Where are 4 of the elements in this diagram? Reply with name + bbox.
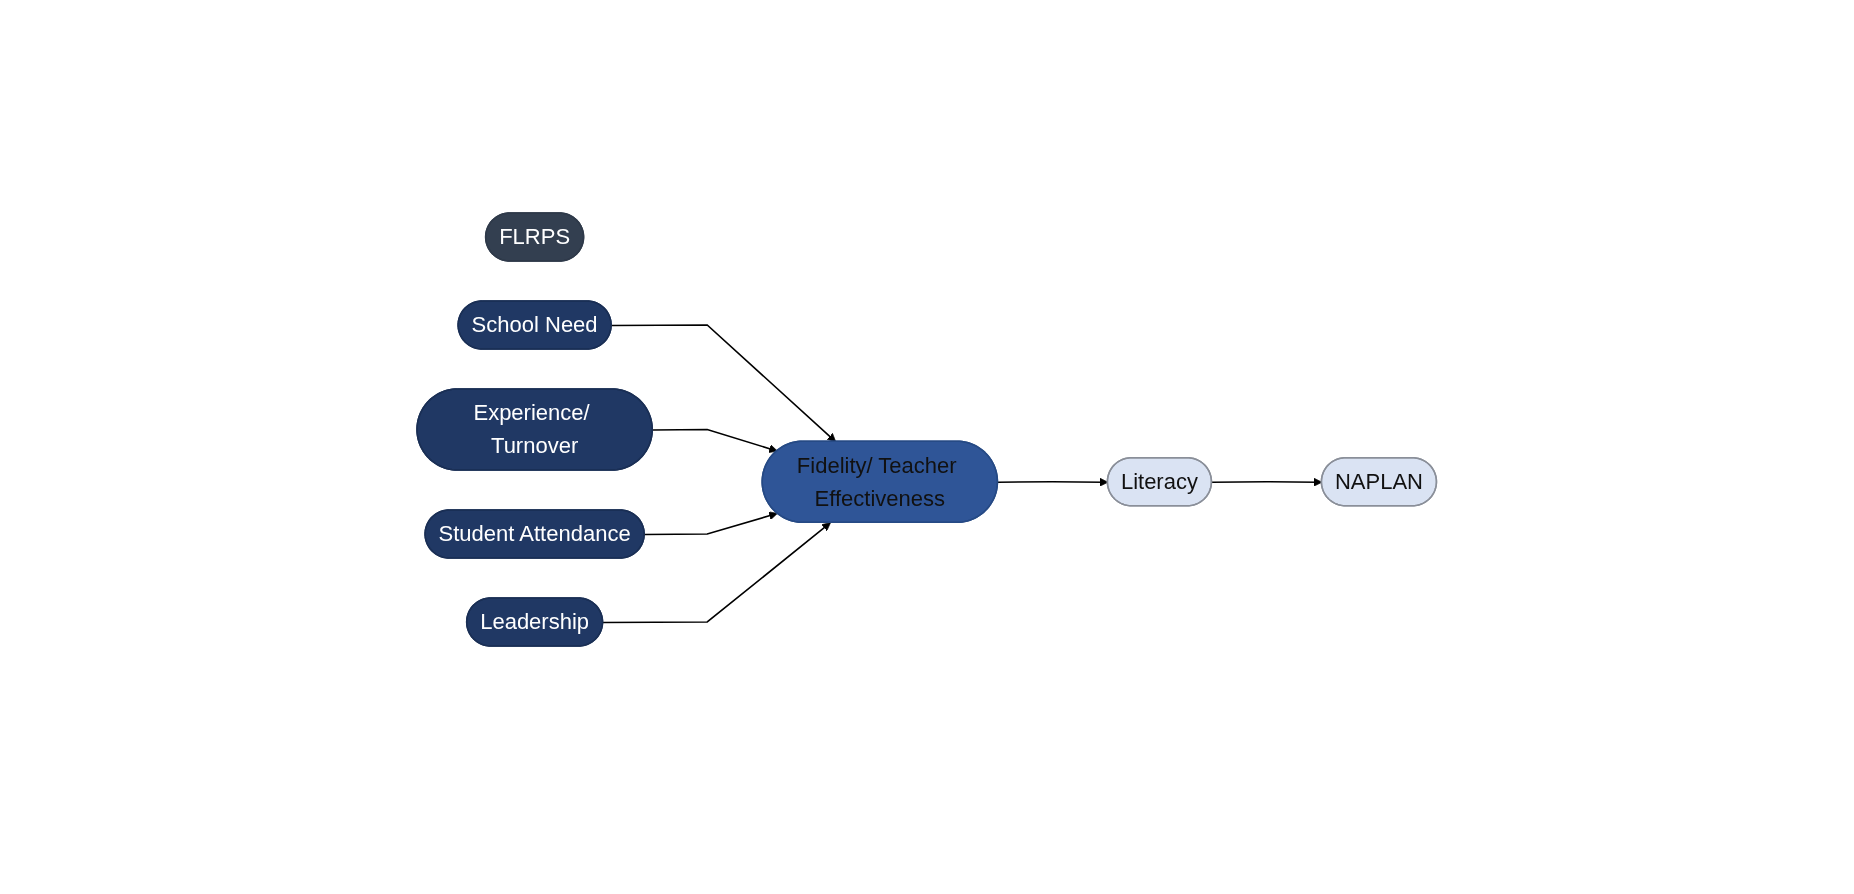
arrow [652,428,778,453]
arrow [611,323,837,442]
arrow [602,521,832,623]
arrow [644,511,778,535]
